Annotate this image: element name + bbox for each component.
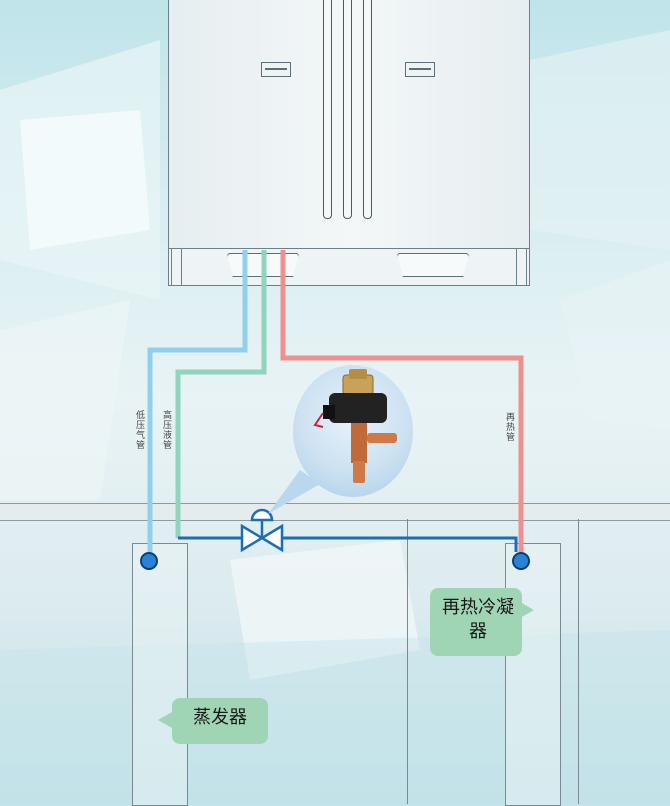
base-leg-left (171, 249, 182, 285)
door-handle-middle (343, 0, 352, 219)
evaporator-port-dot (140, 552, 158, 570)
low-pressure-gas-pipe (147, 250, 248, 552)
connection-pipe (178, 536, 518, 552)
solenoid-valve-photo-icon (313, 369, 397, 483)
low-pressure-gas-pipe-label: 低压气管 (134, 410, 144, 450)
cabinet-grip-left (261, 62, 291, 77)
cabinet-grip-right (405, 62, 435, 77)
base-leg-right (516, 249, 527, 285)
reheat-condenser-callout: 再热冷凝器 (430, 588, 522, 656)
high-pressure-liquid-pipe (175, 250, 267, 538)
reheat-condenser-panel (505, 543, 561, 806)
solenoid-valve-icon (240, 508, 284, 553)
ac-unit-cabinet (168, 0, 530, 249)
evaporator-callout-tail (158, 712, 172, 728)
base-vent-right (397, 253, 469, 277)
evaporator-label: 蒸发器 (193, 707, 247, 728)
reheat-pipe-label: 再热管 (504, 412, 514, 442)
reheat-condenser-label: 再热冷凝器 (442, 597, 514, 642)
reheat-condenser-port-dot (512, 552, 530, 570)
floor-band (0, 503, 670, 521)
wall-panel-middle (407, 519, 408, 804)
ac-unit-base (168, 248, 530, 286)
door-handle-right (363, 0, 372, 219)
wall-panel-right (578, 519, 579, 804)
high-pressure-liquid-pipe-label: 高压液管 (161, 410, 171, 450)
reheat-condenser-callout-tail (520, 602, 534, 618)
reheat-pipe (280, 250, 524, 552)
door-handle-left (323, 0, 332, 219)
evaporator-callout: 蒸发器 (172, 698, 268, 744)
